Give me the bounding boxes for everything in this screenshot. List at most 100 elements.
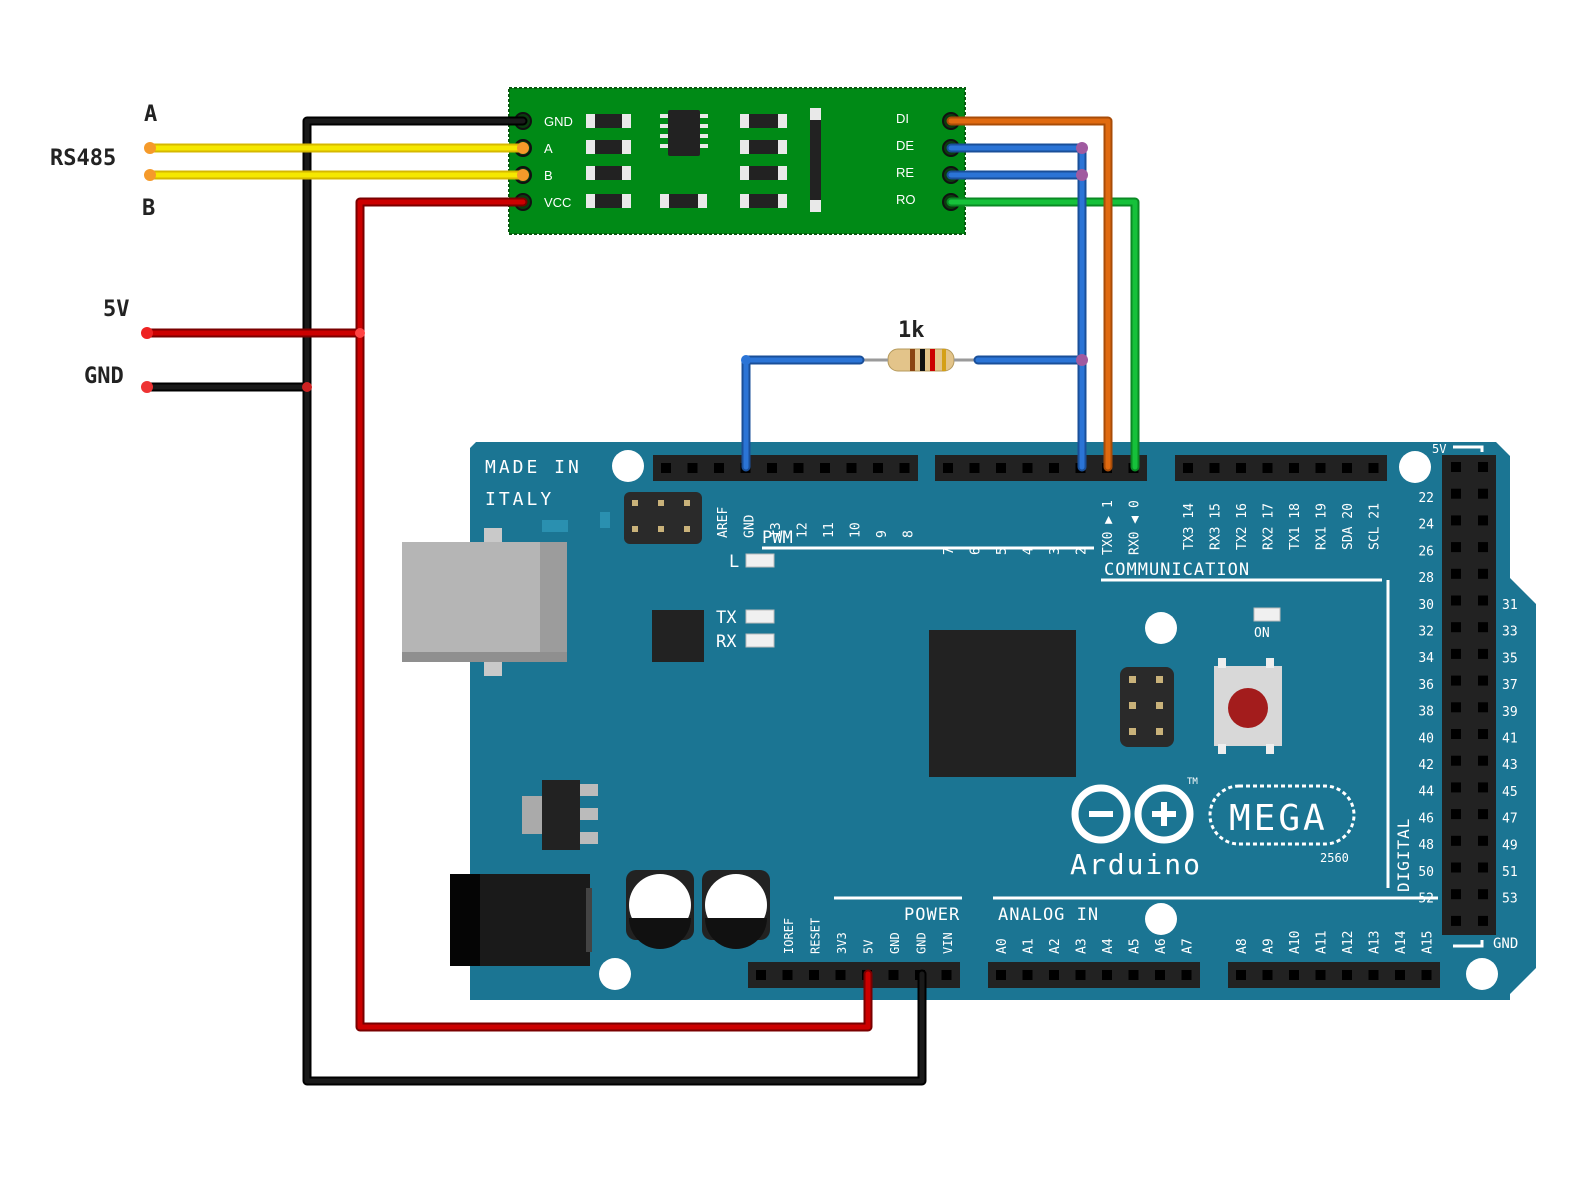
header-pin (793, 463, 804, 473)
pin-label-top1-6: 9 (875, 530, 890, 538)
pin-label-top1-5: 10 (849, 522, 864, 538)
header-pin (1478, 595, 1488, 606)
header-pin (1368, 463, 1379, 473)
right-5v-label: 5V (1432, 442, 1446, 456)
header-pin (1451, 729, 1461, 739)
pin-label-digital-left-0: 22 (1418, 491, 1434, 506)
pin-label-power-1: RESET (809, 918, 823, 954)
pin-label-comm-7: SCL 21 (1368, 503, 1383, 550)
header-pin (1102, 970, 1112, 980)
pin-label-digital-left-14: 50 (1418, 865, 1434, 880)
header-pin (1451, 915, 1461, 926)
header-pin (996, 463, 1006, 473)
icsp-header (1120, 667, 1174, 747)
model-label: 2560 (1320, 851, 1349, 865)
header-pin (1478, 755, 1488, 766)
digital-double-header (1442, 455, 1496, 935)
header-pin (1478, 568, 1488, 579)
pin-label-analog1-5: A5 (1128, 938, 1143, 954)
module-pin-di: DI (896, 111, 909, 126)
header-pin (1451, 675, 1461, 686)
dc-power-jack (450, 874, 592, 966)
label-a: A (144, 102, 157, 127)
wire-black-gnd (142, 116, 927, 1086)
pin-label-power-3: 5V (862, 940, 876, 954)
header-pin (1451, 889, 1461, 900)
header-pin (1049, 463, 1059, 473)
pin-label-top2-6: TX0 ▶ 1 (1101, 500, 1116, 555)
pin-label-comm-3: RX2 17 (1262, 503, 1277, 550)
pin-label-comm-0: TX3 14 (1182, 503, 1197, 550)
header-pin (1451, 488, 1461, 499)
header-pin (1478, 835, 1488, 846)
pin-label-digital-left-5: 32 (1418, 625, 1434, 640)
header-pin (1451, 622, 1461, 633)
pin-label-comm-1: RX3 15 (1209, 503, 1224, 550)
digital-header-1 (653, 455, 918, 481)
made-in-label: MADE IN (485, 457, 582, 478)
header-pin (1368, 970, 1379, 980)
pin-label-top1-1: GND (743, 514, 758, 538)
wire-endpoints (141, 142, 1088, 393)
pin-label-analog1-3: A3 (1075, 938, 1090, 954)
pin-label-digital-right-1: 33 (1502, 625, 1518, 640)
pin-label-power-0: IOREF (782, 918, 796, 954)
pin-label-top1-3: 12 (796, 522, 811, 538)
digital-label: DIGITAL (1394, 818, 1413, 892)
header-pin (1183, 463, 1193, 473)
pin-label-power-5: GND (915, 932, 929, 954)
header-pin (1451, 542, 1461, 553)
label-resistor-1k: 1k (898, 318, 925, 343)
header-pin (1451, 702, 1461, 713)
header-pin (1022, 463, 1033, 473)
pin-label-digital-right-8: 47 (1502, 812, 1518, 827)
pin-label-digital-left-12: 46 (1418, 811, 1434, 826)
label-b: B (142, 196, 155, 221)
header-pin (1451, 648, 1461, 659)
mega-badge: MEGA 2560 (1208, 784, 1356, 865)
pin-label-analog1-6: A6 (1154, 938, 1169, 954)
pin-label-analog1-7: A7 (1181, 938, 1196, 954)
header-pin (1181, 970, 1192, 980)
header-pin (1451, 835, 1461, 846)
pin-label-top2-1: 6 (969, 547, 984, 555)
header-pin (1451, 809, 1461, 820)
header-pin (1209, 463, 1220, 473)
header-pin (1049, 970, 1059, 980)
wire-blue-de-re (946, 143, 1087, 472)
pin-label-comm-6: SDA 20 (1341, 503, 1356, 550)
header-pin (835, 970, 846, 980)
reset-button[interactable] (1214, 658, 1282, 754)
analog-header-1 (988, 962, 1200, 988)
label-rs485: RS485 (50, 146, 116, 171)
header-pin (996, 970, 1006, 980)
module-pin-a: A (544, 141, 553, 156)
pin-label-analog2-1: A9 (1262, 938, 1277, 954)
wire-orange-di (946, 116, 1113, 472)
pin-label-digital-left-8: 38 (1418, 705, 1434, 720)
capacitors (626, 870, 770, 949)
pin-label-digital-left-10: 42 (1418, 758, 1434, 773)
header-pin (1236, 463, 1246, 473)
header-pin (1478, 622, 1488, 633)
header-pin (1478, 488, 1488, 499)
header-pin (687, 463, 698, 473)
voltage-regulator (522, 780, 598, 850)
pin-label-analog2-3: A11 (1315, 931, 1330, 954)
led-on-label: ON (1254, 626, 1270, 641)
header-pin (941, 970, 952, 980)
board-leds (745, 553, 1281, 648)
pin-label-top2-0: 7 (942, 547, 957, 555)
pin-label-digital-left-13: 48 (1418, 838, 1434, 853)
pin-label-top1-0: AREF (716, 507, 731, 538)
wire-red-vcc (142, 197, 873, 1032)
module-components (586, 108, 821, 212)
header-pin (1478, 809, 1488, 820)
pin-label-analog2-5: A13 (1368, 931, 1383, 954)
header-pin (1451, 595, 1461, 606)
header-pin (943, 463, 953, 473)
pin-label-top2-2: 5 (995, 547, 1010, 555)
header-pin (1478, 648, 1488, 659)
pin-label-analog1-0: A0 (995, 938, 1010, 954)
pin-label-digital-right-6: 43 (1502, 758, 1518, 773)
